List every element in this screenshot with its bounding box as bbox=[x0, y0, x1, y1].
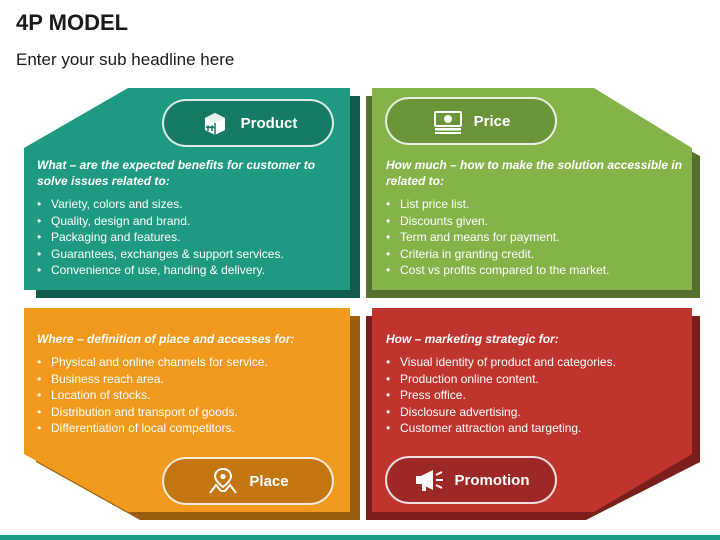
price-list: List price list. Discounts given. Term a… bbox=[386, 196, 686, 279]
list-item: Variety, colors and sizes. bbox=[37, 196, 337, 213]
list-item: Cost vs profits compared to the market. bbox=[386, 262, 686, 279]
promotion-label: Promotion bbox=[454, 471, 530, 489]
place-label: Place bbox=[249, 472, 289, 490]
list-item: Business reach area. bbox=[37, 371, 337, 388]
list-item: Packaging and features. bbox=[37, 229, 337, 246]
list-item: Discounts given. bbox=[386, 213, 686, 230]
price-card: How much – how to make the solution acce… bbox=[386, 157, 686, 279]
list-item: Customer attraction and targeting. bbox=[386, 420, 686, 437]
promotion-card: How – marketing strategic for: Visual id… bbox=[386, 331, 686, 437]
product-pill: Product bbox=[162, 99, 334, 147]
page-title: 4P MODEL bbox=[16, 10, 129, 35]
list-item: Press office. bbox=[386, 387, 686, 404]
place-card: Where – definition of place and accesses… bbox=[37, 331, 337, 437]
product-card: What – are the expected benefits for cus… bbox=[37, 157, 337, 279]
price-heading: How much – how to make the solution acce… bbox=[386, 158, 683, 188]
list-item: Production online content. bbox=[386, 371, 686, 388]
box-icon bbox=[199, 109, 231, 137]
promotion-pill: Promotion bbox=[385, 456, 557, 504]
promotion-list: Visual identity of product and categorie… bbox=[386, 354, 686, 437]
list-item: Distribution and transport of goods. bbox=[37, 404, 337, 421]
product-label: Product bbox=[240, 114, 298, 132]
list-item: Quality, design and brand. bbox=[37, 213, 337, 230]
product-list: Variety, colors and sizes. Quality, desi… bbox=[37, 196, 337, 279]
place-heading: Where – definition of place and accesses… bbox=[37, 332, 295, 346]
megaphone-icon bbox=[413, 466, 445, 494]
list-item: Differentiation of local competitors. bbox=[37, 420, 337, 437]
list-item: Physical and online channels for service… bbox=[37, 354, 337, 371]
place-pill: Place bbox=[162, 457, 334, 505]
list-item: Term and means for payment. bbox=[386, 229, 686, 246]
place-list: Physical and online channels for service… bbox=[37, 354, 337, 437]
promotion-heading: How – marketing strategic for: bbox=[386, 332, 559, 346]
list-item: List price list. bbox=[386, 196, 686, 213]
price-label: Price bbox=[473, 112, 511, 130]
page-subtitle: Enter your sub headline here bbox=[16, 50, 235, 69]
money-icon bbox=[432, 107, 464, 135]
footer-bar bbox=[0, 535, 720, 540]
map-pin-icon bbox=[207, 467, 239, 495]
list-item: Visual identity of product and categorie… bbox=[386, 354, 686, 371]
list-item: Criteria in granting credit. bbox=[386, 246, 686, 263]
product-heading: What – are the expected benefits for cus… bbox=[37, 158, 316, 188]
list-item: Disclosure advertising. bbox=[386, 404, 686, 421]
list-item: Guarantees, exchanges & support services… bbox=[37, 246, 337, 263]
list-item: Location of stocks. bbox=[37, 387, 337, 404]
list-item: Convenience of use, handing & delivery. bbox=[37, 262, 337, 279]
price-pill: Price bbox=[385, 97, 557, 145]
